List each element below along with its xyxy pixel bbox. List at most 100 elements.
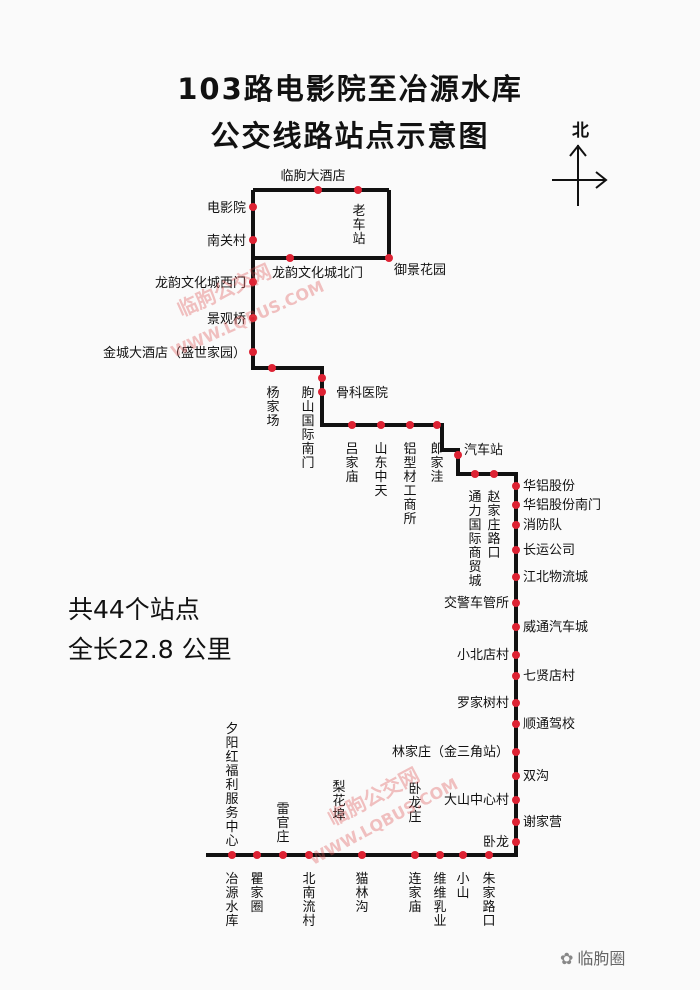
stop-dot-hualv — [512, 482, 520, 490]
stop-label-hualv-south: 华铝股份南门 — [523, 497, 601, 513]
stop-label-wolong: 卧龙 — [483, 835, 509, 850]
stop-label-shandong-zhongtian: 山东中天 — [374, 442, 387, 499]
stop-dot-jiangbei-logistics — [512, 573, 520, 581]
stop-dot-changyun — [512, 546, 520, 554]
stop-dot-tongli-trade — [471, 470, 479, 478]
stop-label-jingguanqiao: 景观桥 — [207, 312, 246, 327]
stop-dot-luojiashu — [512, 699, 520, 707]
stop-dot-xiyang-welfare — [228, 851, 236, 859]
stop-dot-dashan-center — [512, 796, 520, 804]
stop-label-shuntong-school: 顺通驾校 — [523, 716, 575, 732]
stop-dot-leiguanzhuang — [279, 851, 287, 859]
credit-text: 临朐圈 — [577, 949, 626, 968]
stop-label-linqu-hotel: 临朐大酒店 — [280, 169, 345, 184]
stop-label-lvxingcai: 铝型材工商所 — [403, 442, 416, 527]
stop-dot-wolong-zhuang — [411, 851, 419, 859]
credit: ✿临朐圈 — [560, 945, 625, 969]
stop-dot-jiaojing-garage — [512, 599, 520, 607]
stop-label-luojiashu: 罗家树村 — [457, 695, 509, 711]
stop-dot-zhaojiazhuang — [490, 470, 498, 478]
stop-label-longyun-north: 龙韵文化城北门 — [272, 266, 363, 281]
stop-label-jincheng-hotel: 金城大酒店（盛世家园） — [103, 345, 246, 361]
stop-dot-laochezhan — [354, 186, 362, 194]
stop-label-yujing-garden: 御景花园 — [394, 262, 446, 278]
stop-dot-qixiandian — [512, 672, 520, 680]
stop-label-qujiaquan: 瞿家圈 — [250, 872, 263, 915]
stop-dot-qichezhan — [454, 451, 462, 459]
stop-dot-linjiazhuang — [512, 748, 520, 756]
stop-dot-guke-hospital — [318, 388, 326, 396]
stop-dot-lvxingcai — [406, 421, 414, 429]
stop-dot-jincheng-hotel — [249, 348, 257, 356]
stop-dot-weitong-auto — [512, 623, 520, 631]
stop-label-xiaobeidian: 小北店村 — [457, 648, 509, 663]
stop-label-weiwei-dairy: 维维乳业 — [433, 872, 446, 929]
stop-label-yeyuan-reservoir: 冶源水库 — [225, 872, 238, 929]
stop-label-jiaojing-garage: 交警车管所 — [444, 595, 509, 611]
stop-label-yangjiachang: 杨家场 — [266, 386, 279, 429]
stop-label-tongli-trade: 通力国际商贸城 — [468, 490, 481, 589]
stop-dot-shuntong-school — [512, 720, 520, 728]
stop-label-wolong-zhuang: 卧龙庄 — [408, 782, 421, 825]
stop-dot-langjiawa — [433, 421, 441, 429]
stop-label-changyun: 长运公司 — [523, 543, 575, 558]
stop-dot-hualv-south — [512, 501, 520, 509]
stop-label-qichezhan: 汽车站 — [464, 442, 503, 458]
stop-dot-linqu-intl-south — [318, 374, 326, 382]
stop-dot-longyun-north — [286, 254, 294, 262]
wechat-icon: ✿ — [560, 949, 574, 968]
stop-label-maolingou: 猫林沟 — [355, 872, 368, 915]
stop-label-guke-hospital: 骨科医院 — [336, 386, 388, 401]
stop-label-nanguancun: 南关村 — [207, 233, 246, 249]
stop-dot-xiaoshan — [459, 851, 467, 859]
stop-dot-linqu-hotel — [314, 186, 322, 194]
stop-dot-xiaofangdui — [512, 521, 520, 529]
stop-dot-shandong-zhongtian — [377, 421, 385, 429]
stop-label-zhaojiazhuang: 赵家庄路口 — [487, 490, 500, 561]
stop-dot-xiejiaying — [512, 818, 520, 826]
route-length: 全长22.8 公里 — [68, 635, 232, 664]
page-subtitle: 公交线路站点示意图 — [210, 119, 490, 153]
stop-dot-yujing-garden — [385, 254, 393, 262]
stop-label-beinan-liucun: 北南流村 — [302, 872, 315, 929]
stop-label-dashan-center: 大山中心村 — [444, 793, 509, 808]
stop-label-xiaofangdui: 消防队 — [523, 517, 562, 533]
stop-dot-lvjiamiao — [348, 421, 356, 429]
stop-dot-weiwei-dairy — [436, 851, 444, 859]
stop-label-langjiawa: 郎家洼 — [430, 442, 443, 485]
stop-label-shuanggou: 双沟 — [523, 769, 549, 784]
stop-label-leiguanzhuang: 雷官庄 — [276, 802, 289, 845]
stop-label-laochezhan: 老车站 — [352, 204, 365, 247]
stop-dot-dianyingyuan — [249, 203, 257, 211]
stop-label-linqu-intl-south: 朐山国际南门 — [301, 386, 314, 471]
stop-dot-beinan-liucun — [305, 851, 313, 859]
stop-dot-nanguancun — [249, 236, 257, 244]
stop-dot-longyun-west — [249, 278, 257, 286]
stop-dot-zhujia-lukou — [485, 851, 493, 859]
stop-dot-qujiaquan — [253, 851, 261, 859]
stop-label-lianjiamiao: 连家庙 — [408, 871, 421, 915]
stop-label-weitong-auto: 威通汽车城 — [523, 619, 588, 635]
stop-label-qixiandian: 七贤店村 — [523, 669, 575, 684]
stop-label-zhujia-lukou: 朱家路口 — [482, 872, 495, 929]
stop-label-jiangbei-logistics: 江北物流城 — [523, 570, 588, 585]
stop-label-lihuazhuo: 梨花埠 — [332, 780, 345, 823]
stop-label-longyun-west: 龙韵文化城西门 — [155, 276, 246, 291]
stop-dot-lihuazhuo — [358, 851, 366, 859]
stop-label-linjiazhuang: 林家庄（金三角站） — [392, 744, 509, 760]
north-label: 北 — [572, 121, 589, 141]
stop-dots — [228, 186, 520, 859]
stop-dot-xiaobeidian — [512, 651, 520, 659]
stop-label-xiyang-welfare: 夕阳红福利服务中心 — [225, 722, 238, 849]
stop-label-lvjiamiao: 吕家庙 — [345, 442, 358, 485]
stop-dot-yangjiachang — [268, 364, 276, 372]
stop-label-hualv: 华铝股份 — [523, 479, 575, 494]
stop-label-dianyingyuan: 电影院 — [207, 201, 246, 216]
stop-label-xiejiaying: 谢家营 — [523, 814, 562, 830]
north-arrow-icon — [552, 144, 608, 206]
page-title: 103路电影院至冶源水库 — [177, 72, 523, 106]
stop-dot-shuanggou — [512, 772, 520, 780]
stop-count: 共44个站点 — [68, 595, 200, 624]
